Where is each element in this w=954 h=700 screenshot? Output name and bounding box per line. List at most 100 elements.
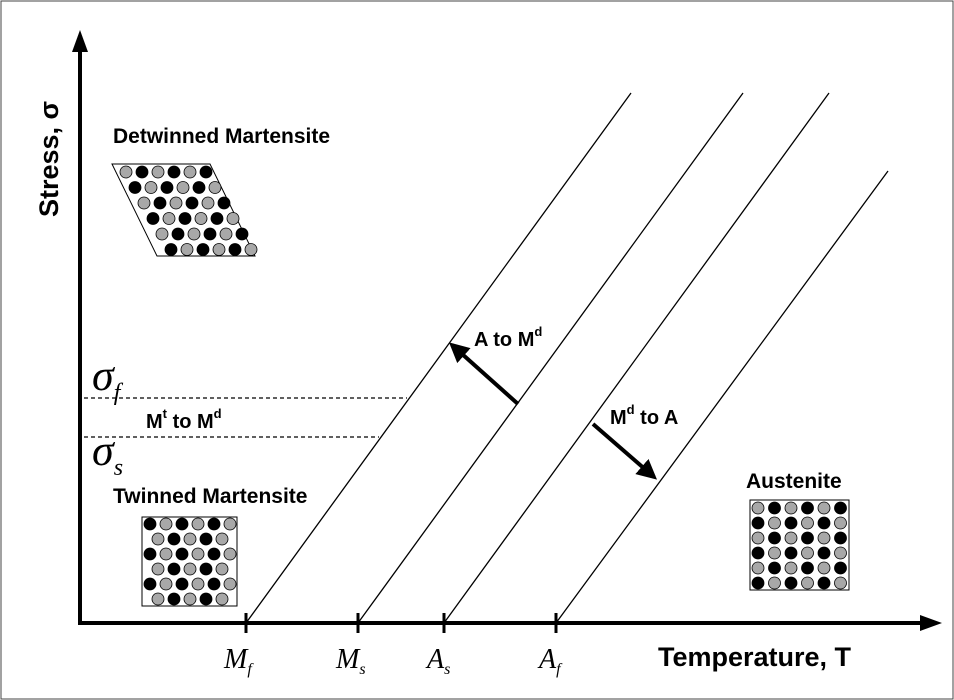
light-atom <box>751 531 765 545</box>
dark-atom <box>834 501 847 515</box>
light-atom <box>215 532 229 546</box>
dark-atom <box>801 561 814 575</box>
light-atom <box>801 546 814 560</box>
light-atom <box>768 516 781 530</box>
dark-atom <box>751 546 765 560</box>
dark-atom <box>751 576 765 590</box>
austenite-lattice-icon <box>749 499 850 591</box>
dark-atom <box>784 576 798 590</box>
light-atom <box>159 577 173 591</box>
light-atom <box>191 577 205 591</box>
dark-atom <box>834 561 847 575</box>
temperature-ticks <box>244 613 558 633</box>
dark-atom <box>207 547 221 561</box>
dark-atom <box>801 501 814 515</box>
label-md-to-a: Md to A <box>610 402 678 429</box>
temp-label-mf: Mf <box>223 644 254 678</box>
light-atom <box>159 517 173 531</box>
line-as <box>443 92 830 624</box>
light-atom <box>176 181 190 194</box>
dark-atom <box>164 243 178 256</box>
dark-atom <box>175 547 189 561</box>
light-atom <box>191 547 205 561</box>
label-detwinned-martensite: Detwinned Martensite <box>113 125 330 148</box>
light-atom <box>768 546 781 560</box>
dark-atom <box>160 181 174 194</box>
transformation-lines <box>245 92 889 624</box>
line-ms <box>357 92 744 624</box>
dark-atom <box>784 546 798 560</box>
y-axis-arrowhead <box>72 30 88 52</box>
label-a-to-md: A to Md <box>474 324 542 351</box>
light-atom <box>834 576 847 590</box>
light-atom <box>183 592 197 606</box>
dark-atom <box>217 196 231 210</box>
dark-atom <box>817 576 831 590</box>
x-axis-label: Temperature, T <box>658 642 852 672</box>
dark-atom <box>207 577 221 591</box>
light-atom <box>201 196 215 210</box>
light-atom <box>183 532 197 546</box>
y-axis-label: Stress, σ <box>34 101 64 217</box>
light-atom <box>183 165 197 179</box>
line-mf <box>245 92 632 624</box>
dark-atom <box>143 547 157 561</box>
dark-atom <box>167 532 181 546</box>
light-atom <box>212 243 226 256</box>
light-atom <box>144 181 158 194</box>
light-atom <box>151 562 165 576</box>
temp-label-ms: Ms <box>335 644 366 678</box>
dark-atom <box>801 531 814 545</box>
light-atom <box>155 227 169 241</box>
light-atom <box>784 561 798 575</box>
sigma-s-label: σs <box>92 426 123 481</box>
dark-atom <box>784 516 798 530</box>
dark-atom <box>178 212 192 225</box>
dark-atom <box>817 546 831 560</box>
light-atom <box>208 181 222 194</box>
light-atom <box>215 562 229 576</box>
twinned-martensite-lattice-icon <box>141 516 238 607</box>
light-atom <box>751 561 765 575</box>
light-atom <box>817 531 831 545</box>
light-atom <box>151 592 165 606</box>
line-af <box>555 170 889 624</box>
light-atom <box>159 547 173 561</box>
dark-atom <box>203 227 217 241</box>
dark-atom <box>768 531 781 545</box>
dark-atom <box>171 227 185 241</box>
light-atom <box>151 532 165 546</box>
light-atom <box>801 516 814 530</box>
light-atom <box>183 562 197 576</box>
light-atom <box>191 517 205 531</box>
dark-atom <box>175 517 189 531</box>
x-axis-arrowhead <box>920 615 942 631</box>
light-atom <box>223 517 237 531</box>
dark-atom <box>167 562 181 576</box>
light-atom <box>219 227 233 241</box>
dark-atom <box>128 181 142 194</box>
dark-atom <box>199 165 213 179</box>
dark-atom <box>207 517 221 531</box>
dark-atom <box>185 196 199 210</box>
dark-atom <box>143 577 157 591</box>
label-twinned-martensite: Twinned Martensite <box>113 485 307 508</box>
light-atom <box>244 243 258 256</box>
light-atom <box>223 577 237 591</box>
light-atom <box>834 546 847 560</box>
dark-atom <box>167 592 181 606</box>
dark-atom <box>143 517 157 531</box>
dark-atom <box>817 516 831 530</box>
dark-atom <box>834 531 847 545</box>
light-atom <box>834 516 847 530</box>
dark-atom <box>199 532 213 546</box>
light-atom <box>751 501 765 515</box>
dark-atom <box>235 227 249 241</box>
light-atom <box>784 501 798 515</box>
light-atom <box>187 227 201 241</box>
light-atom <box>768 576 781 590</box>
light-atom <box>169 196 183 210</box>
light-atom <box>801 576 814 590</box>
